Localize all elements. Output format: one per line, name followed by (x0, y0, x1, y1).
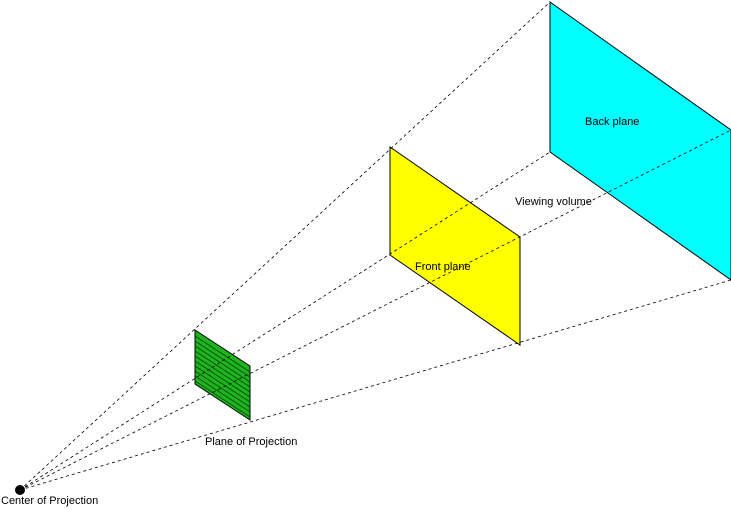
viewing-volume-rays (19, 1, 731, 491)
front-plane-label: Front plane (415, 261, 471, 273)
center-of-projection-label: Center of Projection (1, 495, 98, 507)
hatch-line (194, 345, 251, 383)
hatch-line (194, 365, 251, 403)
viewing-volume-label: Viewing volume (515, 196, 592, 208)
plane-of-projection-label: Plane of Projection (205, 436, 297, 448)
hatch-line (194, 360, 251, 398)
back-plane (549, 1, 731, 281)
ray-bottom-left (19, 151, 551, 491)
hatch-line (194, 335, 251, 373)
ray-top-left (19, 1, 551, 491)
hatch-line (194, 355, 251, 393)
hatch-line (194, 380, 251, 418)
front-plane (389, 146, 521, 346)
center-of-projection-point (15, 485, 25, 495)
ray-top-right (19, 129, 731, 491)
hatch-line (194, 375, 251, 413)
back-plane-label: Back plane (585, 116, 639, 128)
hatch-line (194, 340, 251, 378)
hatch-line (194, 370, 251, 408)
projection-plane (194, 329, 251, 421)
ray-bottom-right (19, 279, 731, 491)
hatch-line (194, 350, 251, 388)
